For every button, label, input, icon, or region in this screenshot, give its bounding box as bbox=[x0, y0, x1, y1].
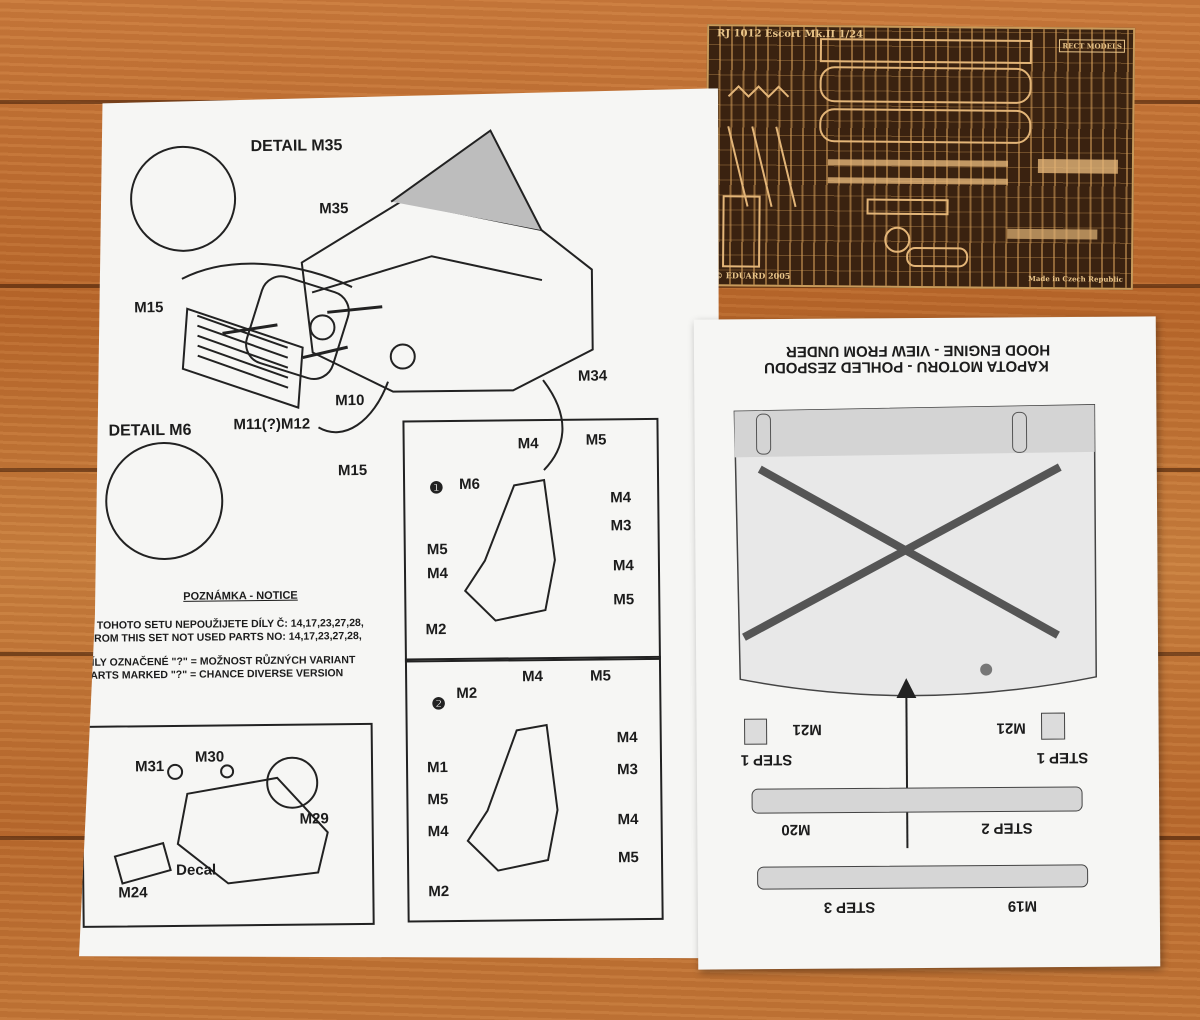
seat2-label-m4c: M4 bbox=[427, 823, 449, 841]
belt-part bbox=[727, 85, 790, 99]
plate-part bbox=[722, 195, 761, 268]
hood-title-en: HOOD ENGINE - VIEW FROM UNDER bbox=[785, 341, 1051, 360]
seat2-label-m5b: M5 bbox=[427, 791, 449, 809]
label-step1-left: STEP 1 bbox=[740, 750, 793, 769]
fret-parts-drawing bbox=[722, 38, 1118, 268]
wheel-part bbox=[884, 226, 911, 253]
label-step1-right: STEP 1 bbox=[1036, 748, 1089, 767]
label-m35: M35 bbox=[319, 200, 349, 218]
detail-m35-title: DETAIL M35 bbox=[250, 137, 343, 156]
seat1-label-m4d: M4 bbox=[612, 557, 634, 575]
label-step2: STEP 2 bbox=[981, 819, 1033, 837]
label-m29: M29 bbox=[299, 810, 329, 828]
detail-m6-title: DETAIL M6 bbox=[108, 421, 192, 440]
seat2-label-m3: M3 bbox=[617, 761, 639, 779]
label-decal: Decal bbox=[176, 861, 217, 879]
label-m21-left: M21 bbox=[792, 720, 822, 738]
belt-strap-parts bbox=[727, 126, 797, 208]
car-front-diagram: ❶ ❷ bbox=[70, 88, 727, 965]
instruction-sheet-main: ❶ ❷ DETAIL M35 DETAIL M6 M35 M15 M10 M11… bbox=[70, 88, 727, 965]
grille-slat-part bbox=[819, 38, 1033, 64]
label-m11-m12: M11(?)M12 bbox=[233, 415, 311, 434]
svg-text:❷: ❷ bbox=[431, 696, 446, 713]
label-m24: M24 bbox=[118, 884, 148, 902]
seat2-label-m4b: M4 bbox=[616, 729, 638, 747]
seat1-label-m5b: M5 bbox=[426, 541, 448, 559]
label-m34: M34 bbox=[577, 367, 608, 385]
grille-part-lower bbox=[819, 108, 1032, 144]
seat2-label-m2b: M2 bbox=[428, 883, 450, 901]
detail-m35-circle bbox=[131, 146, 236, 251]
seat2-label-m5c: M5 bbox=[617, 849, 639, 867]
seat2-label-m4a: M4 bbox=[522, 668, 544, 686]
notice-title: POZNÁMKA - NOTICE bbox=[183, 589, 298, 603]
strip-part bbox=[866, 198, 949, 216]
label-m20: M20 bbox=[781, 820, 811, 839]
instruction-sheet-hood: KAPOTA MOTORU - POHLED ZESPODU HOOD ENGI… bbox=[693, 316, 1161, 970]
seat2-label-m5a: M5 bbox=[590, 667, 612, 685]
svg-text:❶: ❶ bbox=[429, 480, 444, 497]
grille-part-upper bbox=[819, 66, 1032, 104]
seat1-label-m4a: M4 bbox=[517, 435, 539, 453]
label-m15-bottom: M15 bbox=[337, 461, 368, 480]
seat1-label-m4b: M4 bbox=[610, 489, 632, 507]
hood-title-cz: KAPOTA MOTORU - POHLED ZESPODU bbox=[764, 357, 1049, 377]
seat1-label-m6: M6 bbox=[459, 475, 481, 493]
bezel-part bbox=[906, 246, 969, 268]
seat1-label-m5c: M5 bbox=[613, 591, 635, 609]
photo-etch-fret: RJ 1012 Escort Mk.II 1/24 RECT MODELS © … bbox=[704, 24, 1136, 290]
label-m19: M19 bbox=[1007, 897, 1038, 915]
seat1-label-m2: M2 bbox=[425, 621, 447, 639]
seat2-label-m4d: M4 bbox=[617, 811, 639, 829]
seat2-label-m1: M1 bbox=[426, 759, 448, 777]
detail-m6-circle bbox=[106, 442, 223, 559]
seat1-label-m4c: M4 bbox=[426, 565, 448, 583]
label-m10: M10 bbox=[335, 391, 365, 410]
label-m30: M30 bbox=[194, 748, 225, 766]
seat1-label-m5a: M5 bbox=[585, 431, 607, 449]
hood-diagram bbox=[733, 404, 1097, 890]
label-m21-right: M21 bbox=[996, 719, 1026, 737]
label-m15-top: M15 bbox=[134, 299, 164, 317]
label-step3: STEP 3 bbox=[823, 898, 876, 916]
label-m31: M31 bbox=[134, 758, 165, 776]
seat1-label-m3: M3 bbox=[610, 517, 632, 535]
seat2-label-m2a: M2 bbox=[456, 684, 478, 702]
